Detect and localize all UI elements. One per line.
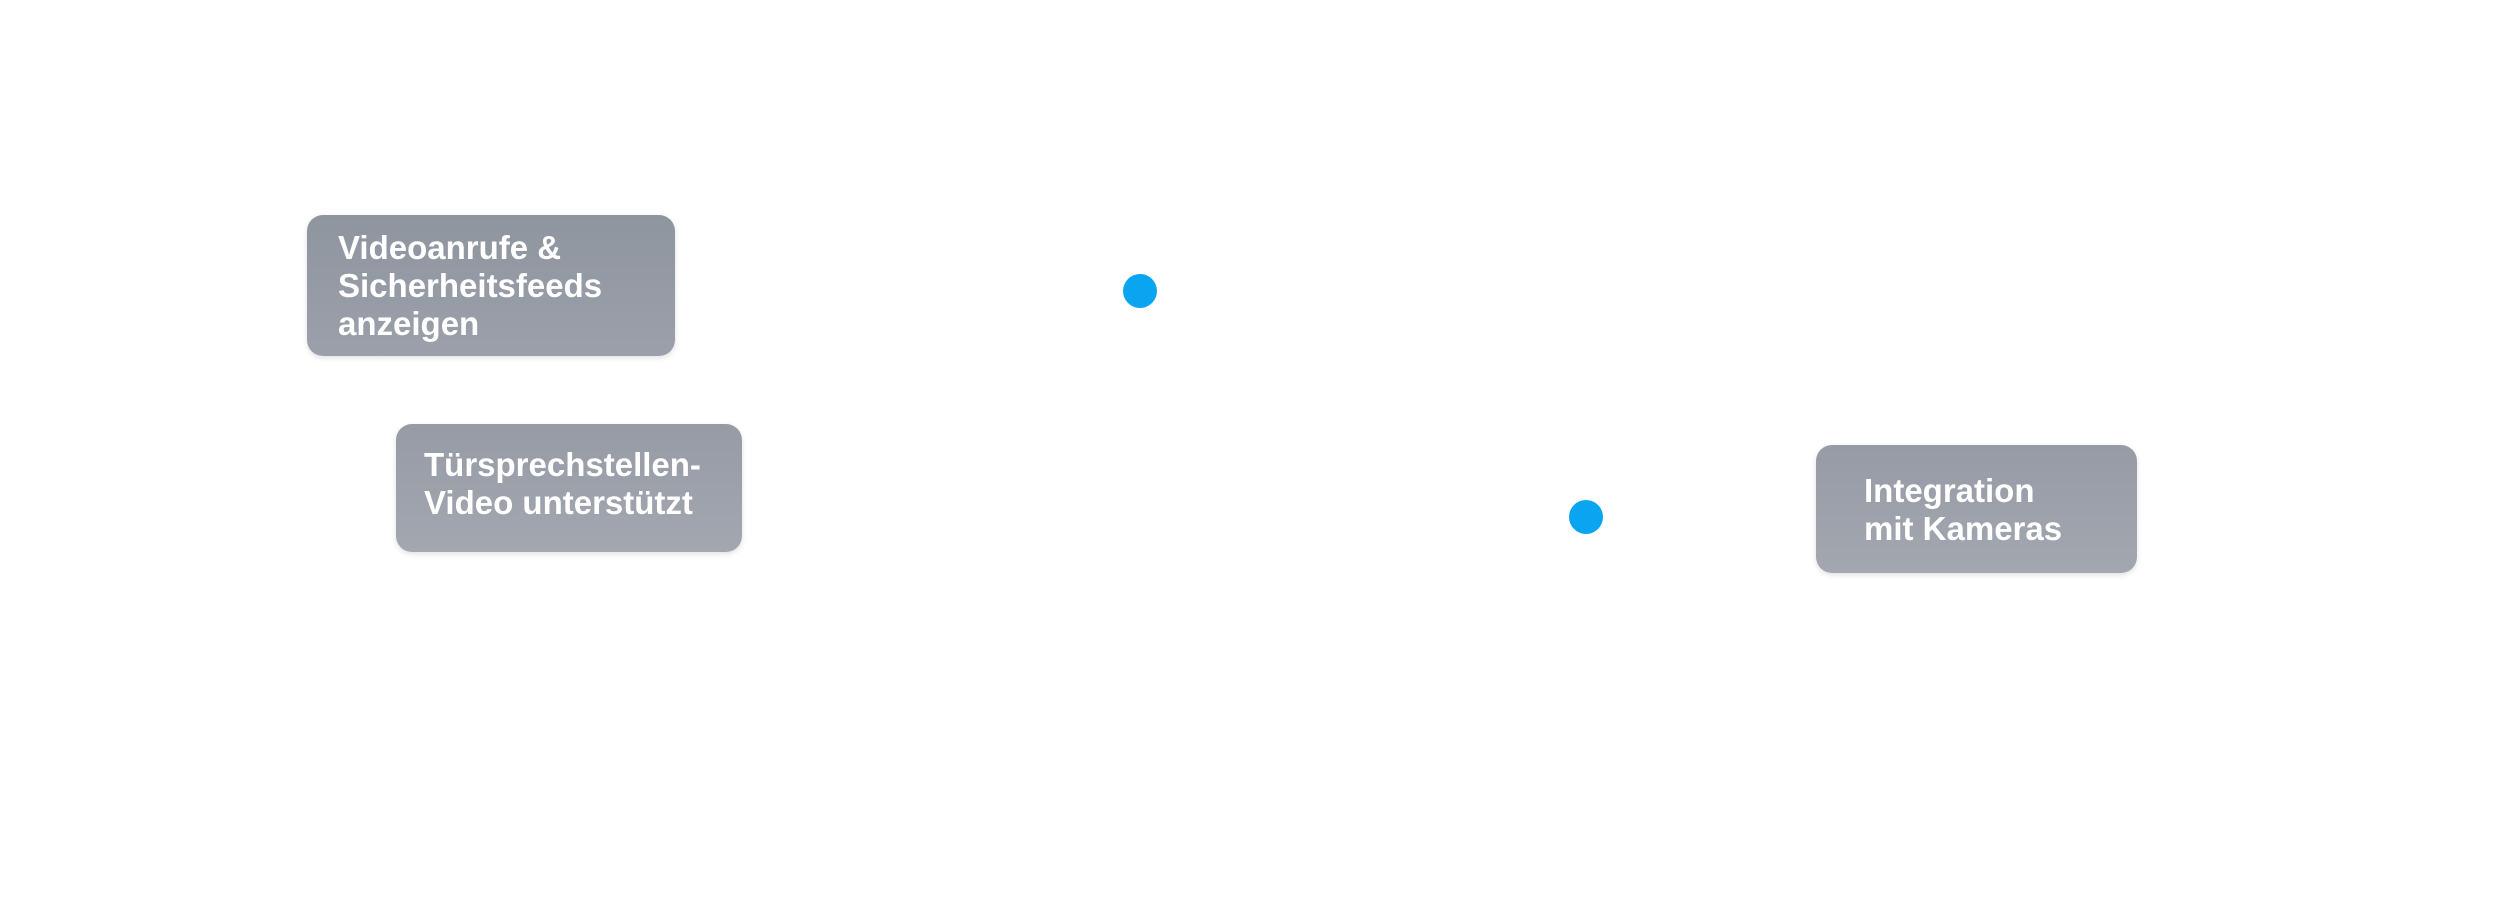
callout-camera-integration: Integration mit Kameras: [1816, 445, 2137, 573]
hotspot-marker-dot[interactable]: [1123, 274, 1157, 308]
callout-video-calls-security-feeds: Videoanrufe & Sicherheitsfeeds anzeigen: [307, 215, 675, 356]
callout-door-intercom-video: Türsprechstellen- Video unterstützt: [396, 424, 742, 552]
hotspot-marker-dot[interactable]: [1569, 500, 1603, 534]
